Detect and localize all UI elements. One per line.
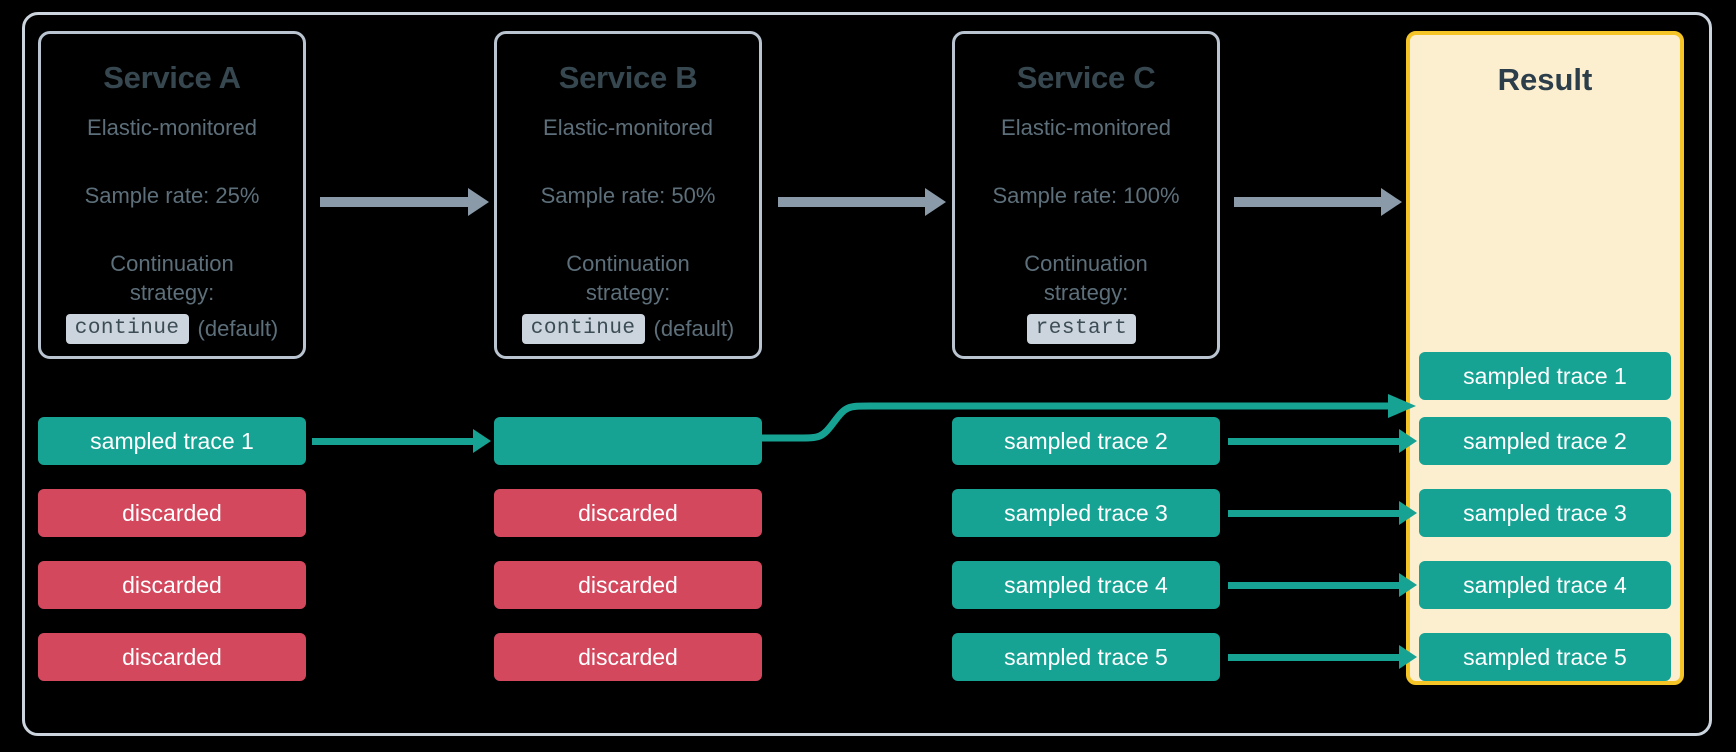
trace-pill-a-3: discarded bbox=[38, 561, 306, 609]
trace-pill-c-1: sampled trace 2 bbox=[952, 417, 1220, 465]
arrow-trace-a1-to-b1-icon bbox=[312, 429, 491, 453]
result-trace-pill-5: sampled trace 5 bbox=[1419, 633, 1671, 681]
arrow-service-c-to-result-icon bbox=[1234, 188, 1402, 216]
service-c-strategy-row: restart bbox=[955, 313, 1217, 344]
service-card-c: Service C Elastic-monitored Sample rate:… bbox=[952, 31, 1220, 359]
result-title: Result bbox=[1497, 62, 1593, 97]
service-card-b: Service B Elastic-monitored Sample rate:… bbox=[494, 31, 762, 359]
service-a-monitored: Elastic-monitored bbox=[87, 115, 257, 140]
service-b-monitored: Elastic-monitored bbox=[543, 115, 713, 140]
service-b-strategy-note: (default) bbox=[653, 315, 735, 341]
diagram-outer-frame bbox=[22, 12, 1712, 736]
service-c-monitored: Elastic-monitored bbox=[1001, 115, 1171, 140]
result-trace-pill-3: sampled trace 3 bbox=[1419, 489, 1671, 537]
service-c-sample-rate: Sample rate: 100% bbox=[992, 183, 1180, 208]
trace-pill-b-1 bbox=[494, 417, 762, 465]
service-c-title: Service C bbox=[1016, 60, 1156, 95]
service-a-sample-rate: Sample rate: 25% bbox=[84, 183, 260, 208]
service-b-sample-rate: Sample rate: 50% bbox=[540, 183, 716, 208]
service-card-a: Service A Elastic-monitored Sample rate:… bbox=[38, 31, 306, 359]
service-b-strategy-row: continue (default) bbox=[497, 313, 759, 344]
arrow-trace-c3-to-result3-icon bbox=[1228, 501, 1417, 525]
trace-pill-c-3: sampled trace 4 bbox=[952, 561, 1220, 609]
service-a-strategy-chip: continue bbox=[65, 313, 189, 344]
trace-pill-a-4: discarded bbox=[38, 633, 306, 681]
trace-pill-c-2: sampled trace 3 bbox=[952, 489, 1220, 537]
trace-pill-c-4: sampled trace 5 bbox=[952, 633, 1220, 681]
arrow-trace-c5-to-result5-icon bbox=[1228, 645, 1417, 669]
arrow-service-b-to-c-icon bbox=[778, 188, 946, 216]
service-a-strategy-note: (default) bbox=[197, 315, 279, 341]
trace-pill-b-2: discarded bbox=[494, 489, 762, 537]
arrow-service-a-to-b-icon bbox=[320, 188, 489, 216]
trace-pill-b-3: discarded bbox=[494, 561, 762, 609]
service-b-title: Service B bbox=[558, 60, 698, 95]
service-a-title: Service A bbox=[103, 60, 241, 95]
service-c-strategy-chip: restart bbox=[1026, 313, 1137, 344]
arrow-trace-c4-to-result4-icon bbox=[1228, 573, 1417, 597]
trace-pill-a-2: discarded bbox=[38, 489, 306, 537]
trace-pill-b-4: discarded bbox=[494, 633, 762, 681]
result-trace-pill-2: sampled trace 2 bbox=[1419, 417, 1671, 465]
arrow-trace-c2-to-result2-icon bbox=[1228, 429, 1417, 453]
result-trace-pill-4: sampled trace 4 bbox=[1419, 561, 1671, 609]
trace-pill-a-1: sampled trace 1 bbox=[38, 417, 306, 465]
result-trace-pill-1: sampled trace 1 bbox=[1419, 352, 1671, 400]
service-a-strategy-row: continue (default) bbox=[41, 313, 303, 344]
service-b-strategy-chip: continue bbox=[521, 313, 645, 344]
